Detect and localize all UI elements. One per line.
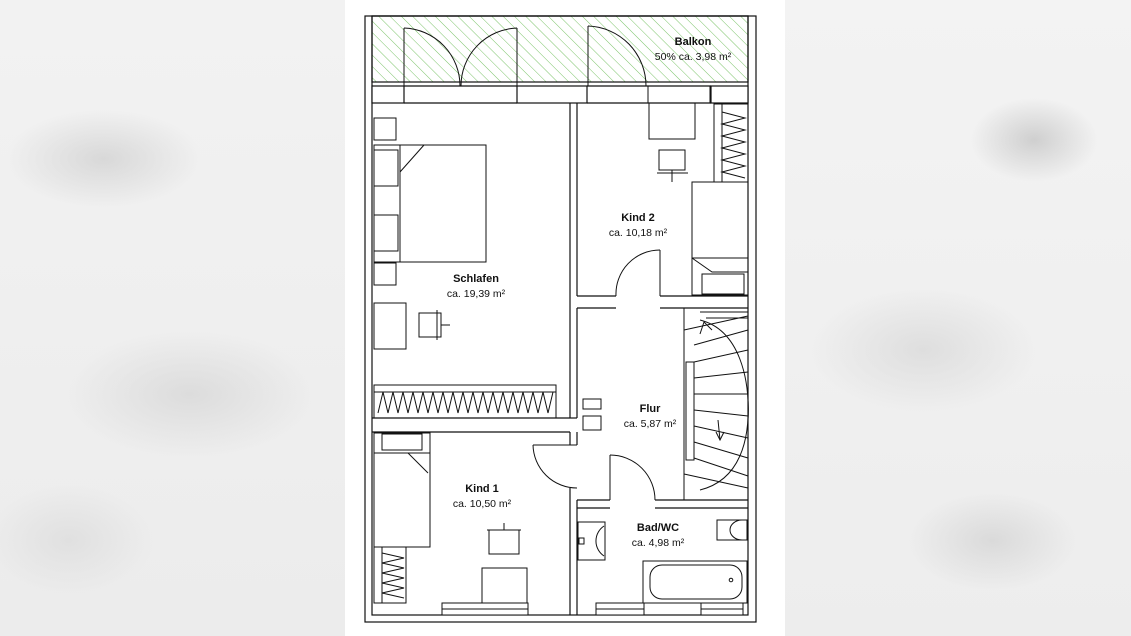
kind1-furniture [373,432,528,604]
blurred-background-right [785,0,1131,636]
outer-walls [364,15,757,623]
room-area-kind1: ca. 10,50 m² [453,498,512,510]
windows-bottom [441,602,744,616]
blurred-background-left [0,0,345,636]
kind2-furniture [647,85,749,296]
room-name-schlafen: Schlafen [453,273,499,285]
room-name-bad-wc: Bad/WC [637,522,679,534]
room-area-schlafen: ca. 19,39 m² [447,288,506,300]
room-area-bad-wc: ca. 4,98 m² [632,537,685,549]
room-area-balkon: 50% ca. 3,98 m² [655,51,732,63]
room-name-kind1: Kind 1 [465,483,499,495]
room-name-balkon: Balkon [675,36,712,48]
flur-cabinets [582,398,602,431]
balcony-doors [403,25,647,87]
room-name-kind2: Kind 2 [621,212,655,224]
room-area-flur: ca. 5,87 m² [624,418,677,430]
room-name-flur: Flur [640,403,661,415]
interior-walls [372,103,748,615]
room-labels: Balkon 50% ca. 3,98 m² Kind 2 ca. 10,18 … [447,36,732,549]
balcony-hatch [371,15,749,83]
balcony-wall [371,85,749,104]
room-area-kind2: ca. 10,18 m² [609,227,668,239]
interior-doors [532,249,661,501]
schlafen-furniture [373,117,557,419]
staircase [683,307,749,501]
bathroom-fixtures [577,519,748,604]
